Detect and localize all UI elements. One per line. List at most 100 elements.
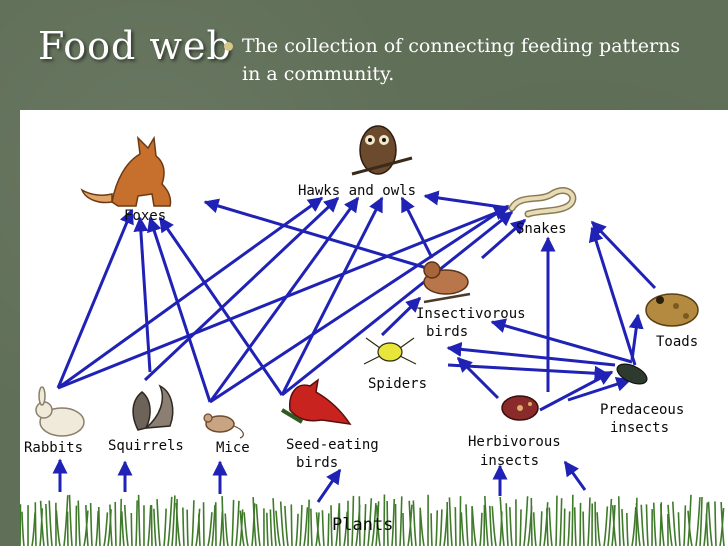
grass-blade	[153, 508, 157, 546]
label-snakes: Snakes	[516, 221, 567, 237]
grass-blade	[699, 497, 703, 546]
label-rabbits: Rabbits	[24, 440, 83, 456]
grass-blade	[303, 507, 309, 546]
arrow-herbinsects-spiders	[456, 356, 500, 400]
grass-blade	[567, 511, 571, 546]
label-predaceous-2: insects	[610, 420, 669, 436]
arrow-plants-seedbirds	[316, 468, 342, 503]
grass-blade	[582, 511, 585, 546]
grass-blade	[707, 501, 713, 546]
grass-blade	[543, 502, 549, 546]
grass-blade	[479, 512, 483, 546]
grass-blade	[156, 499, 161, 546]
grass-blade	[252, 497, 257, 546]
grass-blade	[371, 503, 377, 546]
arrow-snakes-hawks	[423, 190, 509, 210]
grass-blade	[488, 505, 493, 546]
grass-blade	[539, 511, 543, 546]
grass-blade	[207, 512, 213, 546]
owl-icon	[351, 125, 413, 176]
arrow-predinsects-spiders	[446, 341, 616, 367]
arrow-mice-foxes	[147, 216, 212, 403]
bullet-text: The collection of connecting feeding pat…	[242, 35, 681, 85]
grass-blade	[147, 505, 152, 546]
grass-blade	[448, 497, 453, 546]
arrow-seedbirds-hawks	[280, 196, 384, 396]
grass-blade	[621, 509, 625, 546]
grass-blade	[31, 512, 36, 546]
slide-title: Food web	[38, 24, 232, 68]
grass-blade	[77, 500, 81, 546]
grass-blade	[571, 494, 574, 546]
grass-blade	[39, 500, 45, 546]
grass-blade	[523, 496, 529, 546]
grass-blade	[358, 496, 361, 546]
grass-blade	[714, 501, 717, 546]
grass-blade	[89, 503, 93, 546]
grass-blade	[198, 513, 201, 546]
label-hawks-and-owls: Hawks and owls	[298, 183, 416, 199]
arrow-squirrels-hawks	[143, 196, 340, 382]
label-herbivorous-1: Herbivorous	[468, 434, 561, 450]
grass-blade	[720, 502, 725, 546]
snake-icon	[508, 187, 577, 218]
grass-blade	[695, 497, 701, 546]
grass-blade	[603, 506, 609, 546]
grass-blade	[351, 495, 355, 546]
grass-blade	[631, 507, 637, 546]
grass-blade	[85, 505, 89, 546]
food-web-svg: Hawks and owls Foxes Snakes Insectivorou…	[20, 125, 725, 546]
squirrel-icon	[132, 384, 174, 431]
grass-blade	[221, 496, 225, 546]
spider-icon	[363, 337, 417, 365]
grass-blade	[530, 497, 533, 546]
grass-blade	[163, 508, 167, 546]
grass-blade	[266, 512, 269, 546]
grass-blade	[310, 508, 313, 546]
arrow-predinsects-snakes	[588, 226, 637, 366]
arrow-mice-hawks	[208, 196, 360, 403]
grass-blade	[290, 504, 293, 546]
arrow-snakes-foxes	[203, 198, 441, 274]
arrow-herbinsects-predinsects	[539, 370, 614, 412]
herbivorous-insect-icon	[501, 395, 539, 421]
grass-blade	[375, 501, 380, 546]
grass-blade	[546, 508, 549, 546]
grass-blade	[275, 510, 281, 546]
grass-blade	[677, 512, 681, 546]
grass-blade	[611, 505, 617, 546]
grass-blade	[191, 500, 195, 546]
grass-blade	[45, 504, 49, 546]
grass-blade	[123, 504, 129, 546]
grass-blade	[555, 495, 558, 546]
grass-blade	[446, 502, 449, 546]
grass-blade	[195, 508, 201, 546]
arrow-insectbirds-snakes	[481, 218, 527, 260]
grass-blade	[171, 495, 176, 546]
grass-blade	[386, 500, 389, 546]
grass-blade	[330, 505, 333, 546]
grass-blade	[652, 502, 657, 546]
grass-blade	[687, 510, 693, 546]
grass-blade	[109, 504, 113, 546]
insectivorous-bird-icon	[423, 261, 471, 304]
grass-blade	[607, 498, 613, 546]
grass-blade	[499, 496, 505, 546]
grass-blade	[667, 504, 673, 546]
grass-blade	[587, 497, 591, 546]
label-predaceous-1: Predaceous	[600, 402, 684, 418]
grass-blade	[135, 500, 138, 546]
grass-blade	[509, 507, 513, 546]
label-insectivorous-1: Insectivorous	[416, 306, 526, 322]
grass-blade	[182, 507, 185, 546]
arrow-squirrels-foxes	[133, 216, 152, 373]
grass-blade	[391, 498, 396, 546]
grass-blade	[548, 507, 553, 546]
label-foxes: Foxes	[124, 208, 166, 224]
grass-blade	[439, 509, 443, 546]
grass-blade	[635, 503, 641, 546]
label-seed-eating-1: Seed-eating	[286, 437, 379, 453]
fox-icon	[80, 135, 172, 207]
label-herbivorous-2: insects	[480, 453, 539, 469]
grass-blade	[367, 498, 373, 546]
